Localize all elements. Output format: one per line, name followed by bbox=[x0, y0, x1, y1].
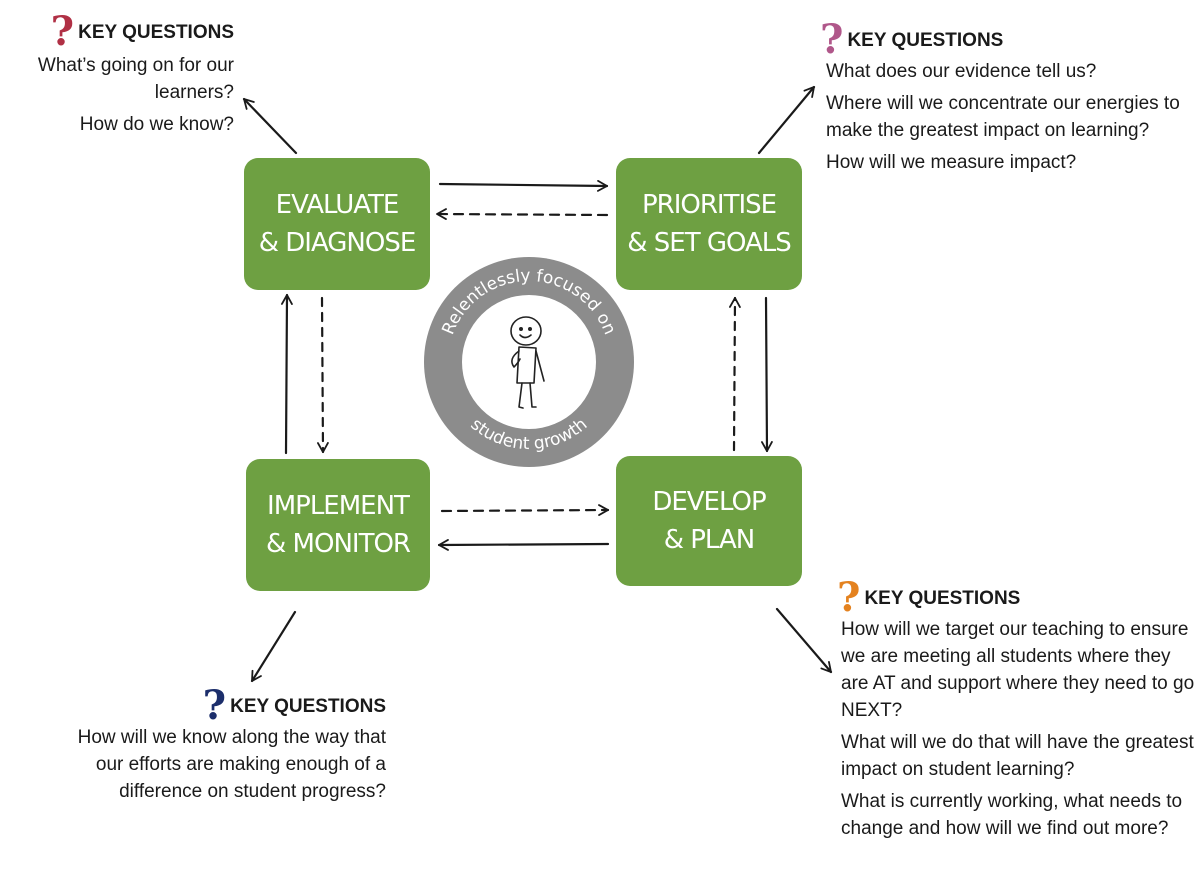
arrow-develop-to-implement bbox=[437, 539, 610, 551]
thinking-person-icon bbox=[510, 316, 545, 409]
stage-evaluate-diagnose: EVALUATE & DIAGNOSE bbox=[244, 158, 430, 290]
question-text: What’s going on for our learners? bbox=[37, 55, 234, 103]
stage-implement-line2: & MONITOR bbox=[266, 529, 411, 559]
question-text: How will we know along the way that our … bbox=[77, 727, 386, 802]
question-text: What will we do that will have the great… bbox=[841, 732, 1194, 780]
key-questions-label: KEY QUESTIONS bbox=[230, 695, 386, 717]
key-questions-develop: ? KEY QUESTIONS How will we target our t… bbox=[837, 574, 1197, 842]
key-questions-label: KEY QUESTIONS bbox=[847, 29, 1004, 51]
stage-prioritise-line2: & SET GOALS bbox=[627, 228, 792, 258]
arrow-evaluate-to-prioritise bbox=[438, 179, 609, 192]
question-text: How do we know? bbox=[79, 114, 234, 135]
stage-develop-line1: DEVELOP bbox=[652, 487, 766, 517]
key-questions-prioritise: ? KEY QUESTIONS What does our evidence t… bbox=[820, 16, 1190, 176]
stage-implement-line1: IMPLEMENT bbox=[267, 491, 410, 521]
question-text: What is currently working, what needs to… bbox=[841, 791, 1183, 839]
key-questions-evaluate-heading: ? KEY QUESTIONS bbox=[10, 8, 234, 55]
stage-develop-plan: DEVELOP & PLAN bbox=[616, 456, 802, 586]
key-questions-develop-heading: ? KEY QUESTIONS bbox=[837, 574, 1197, 621]
arrow-prioritise-to-develop bbox=[761, 296, 773, 453]
key-questions-evaluate: ? KEY QUESTIONS What’s going on for our … bbox=[10, 8, 234, 138]
key-questions-prioritise-heading: ? KEY QUESTIONS bbox=[820, 16, 1190, 63]
question-mark-icon: ? bbox=[202, 682, 227, 729]
arrow-to-prioritise-questions bbox=[757, 85, 816, 155]
key-questions-implement: ? KEY QUESTIONS How will we know along t… bbox=[6, 682, 386, 805]
center-focus-badge: Relentlessly focused on student growth bbox=[424, 257, 634, 467]
arrow-to-develop-questions bbox=[775, 607, 833, 674]
question-text: What does our evidence tell us? bbox=[826, 61, 1097, 82]
question-mark-icon: ? bbox=[837, 574, 861, 621]
stage-prioritise-set-goals: PRIORITISE & SET GOALS bbox=[616, 158, 802, 290]
stage-develop-line2: & PLAN bbox=[663, 525, 756, 555]
arrow-implement-to-develop-dashed bbox=[440, 504, 610, 516]
question-text: Where will we concentrate our energies t… bbox=[826, 93, 1180, 141]
question-text: How will we measure impact? bbox=[826, 152, 1077, 173]
question-text: How will we target our teaching to ensur… bbox=[841, 619, 1195, 721]
arrow-prioritise-to-evaluate-dashed bbox=[435, 208, 609, 220]
stage-evaluate-line1: EVALUATE bbox=[275, 190, 400, 220]
stage-prioritise-line1: PRIORITISE bbox=[641, 190, 777, 220]
question-mark-icon: ? bbox=[820, 16, 844, 63]
arrow-implement-to-evaluate bbox=[281, 293, 293, 455]
arrow-to-implement-questions bbox=[250, 610, 297, 683]
arrow-develop-to-prioritise-dashed bbox=[729, 296, 741, 452]
arrow-evaluate-to-implement-dashed bbox=[317, 296, 329, 454]
question-mark-icon: ? bbox=[50, 8, 75, 55]
key-questions-implement-heading: ? KEY QUESTIONS bbox=[6, 682, 386, 729]
key-questions-label: KEY QUESTIONS bbox=[78, 21, 234, 43]
key-questions-label: KEY QUESTIONS bbox=[864, 587, 1021, 609]
arrow-to-evaluate-questions bbox=[242, 97, 298, 155]
stage-implement-monitor: IMPLEMENT & MONITOR bbox=[246, 459, 430, 591]
stage-evaluate-line2: & DIAGNOSE bbox=[258, 228, 417, 258]
